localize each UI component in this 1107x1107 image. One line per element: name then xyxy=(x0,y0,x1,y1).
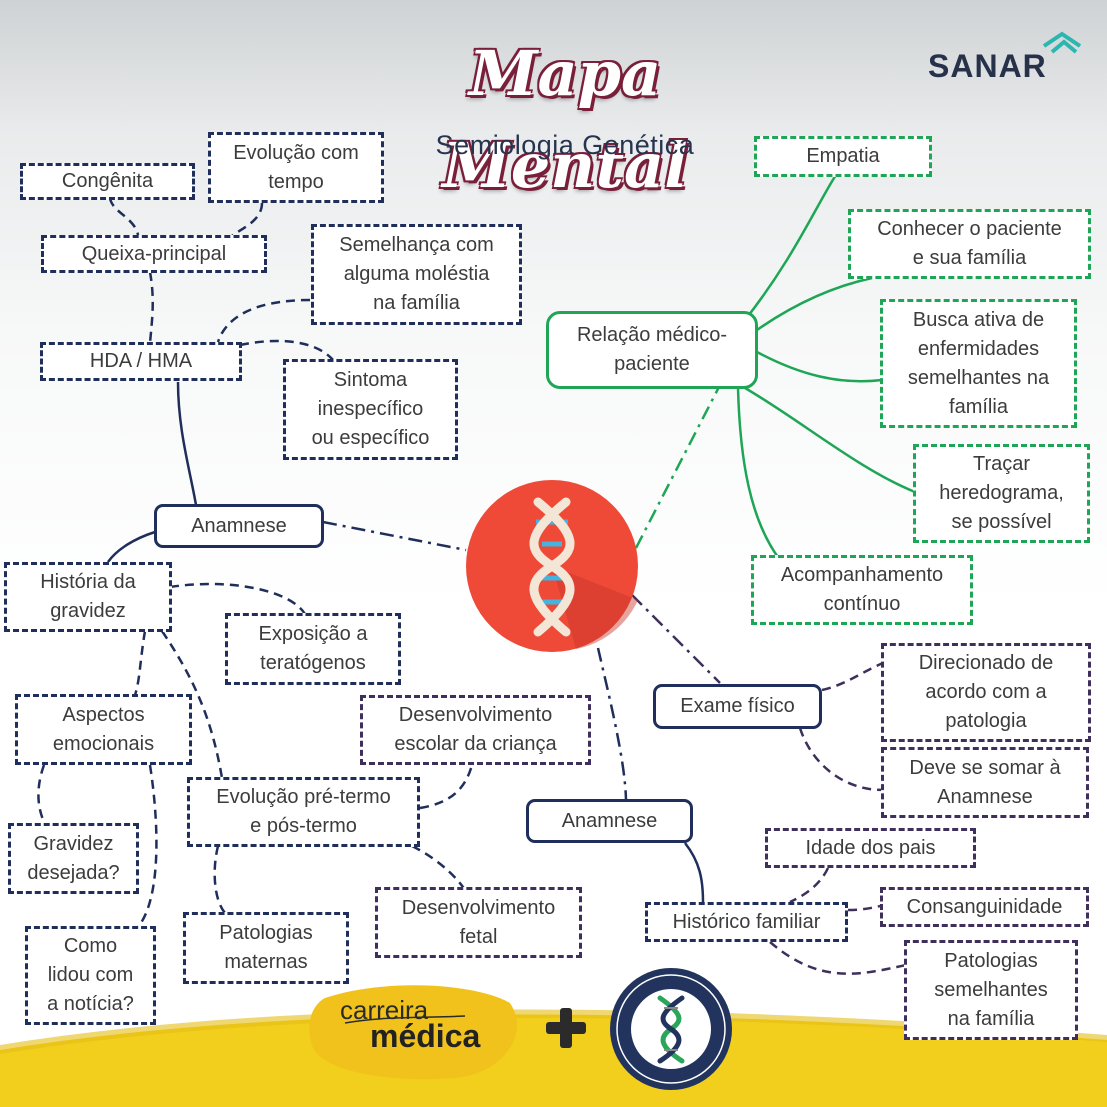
page-subtitle: Semiologia Genética xyxy=(435,130,695,160)
sanar-logo: SANAR xyxy=(928,48,1047,84)
node-exame-fisico: Exame físico xyxy=(653,684,822,729)
node-sintoma: Sintoma inespecífico ou específico xyxy=(283,359,458,460)
center-dna-node xyxy=(466,480,638,652)
node-evolucao-tempo: Evolução com tempo xyxy=(208,132,384,203)
plus-icon xyxy=(546,1008,586,1048)
node-consanguinidade: Consanguinidade xyxy=(880,887,1089,927)
node-idade-pais: Idade dos pais xyxy=(765,828,976,868)
carreira-medica-logo-line1: carreira xyxy=(340,995,429,1025)
node-historia-gravidez: História da gravidez xyxy=(4,562,172,632)
node-patologias-maternas: Patologias maternas xyxy=(183,912,349,984)
node-relacao-medico-paciente: Relação médico- paciente xyxy=(546,311,758,389)
dna-icon xyxy=(466,480,638,652)
node-anamnese-2: Anamnese xyxy=(526,799,693,843)
genetics-society-seal-logo xyxy=(610,968,732,1090)
carreira-medica-logo-shape xyxy=(309,985,517,1080)
node-hda-hma: HDA / HMA xyxy=(40,342,242,381)
node-historico-familiar: Histórico familiar xyxy=(645,902,848,942)
node-exposicao: Exposição a teratógenos xyxy=(225,613,401,685)
node-congenita: Congênita xyxy=(20,163,195,200)
node-conhecer: Conhecer o paciente e sua família xyxy=(848,209,1091,279)
node-empatia: Empatia xyxy=(754,136,932,177)
node-acompanhamento: Acompanhamento contínuo xyxy=(751,555,973,625)
node-desenv-fetal: Desenvolvimento fetal xyxy=(375,887,582,958)
footer-wave xyxy=(0,1009,1107,1107)
node-semelhanca: Semelhança com alguma moléstia na famíli… xyxy=(311,224,522,325)
node-tracar-heredograma: Traçar heredograma, se possível xyxy=(913,444,1090,543)
node-queixa-principal: Queixa-principal xyxy=(41,235,267,273)
node-evolucao-termo: Evolução pré-termo e pós-termo xyxy=(187,777,420,847)
node-direcionado: Direcionado de acordo com a patologia xyxy=(881,643,1091,742)
sanar-logo-mark-icon xyxy=(1042,31,1082,54)
node-deve-somar: Deve se somar à Anamnese xyxy=(881,747,1089,818)
node-como-lidou: Como lidou com a notícia? xyxy=(25,926,156,1025)
node-desenv-escolar: Desenvolvimento escolar da criança xyxy=(360,695,591,765)
node-patologias-semelhantes: Patologias semelhantes na família xyxy=(904,940,1078,1040)
node-anamnese-1: Anamnese xyxy=(154,504,324,548)
node-gravidez-desejada: Gravidez desejada? xyxy=(8,823,139,894)
page-title: Mapa Mental xyxy=(442,37,688,202)
carreira-medica-logo-line2: médica xyxy=(370,1018,481,1054)
node-aspectos: Aspectos emocionais xyxy=(15,694,192,765)
node-busca-ativa: Busca ativa de enfermidades semelhantes … xyxy=(880,299,1077,428)
